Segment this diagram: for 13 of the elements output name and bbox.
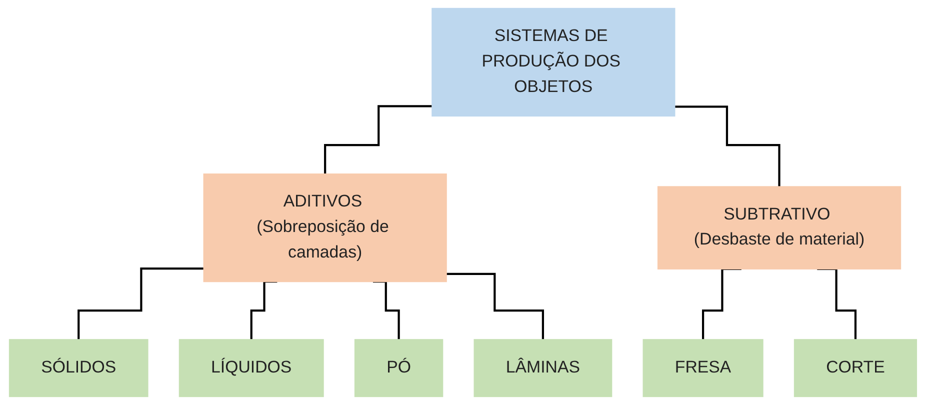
connector bbox=[446, 272, 544, 341]
connector bbox=[77, 268, 204, 341]
connector bbox=[674, 106, 780, 188]
node-box: CORTE bbox=[793, 339, 917, 398]
connector bbox=[324, 105, 432, 176]
node-box: LÂMINAS bbox=[473, 339, 612, 398]
node-box: LÍQUIDOS bbox=[178, 339, 324, 398]
node-box: SUBTRATIVO (Desbaste de material) bbox=[656, 186, 901, 270]
node-box: SISTEMAS DE PRODUÇÃO DOS OBJETOS bbox=[431, 8, 675, 117]
node-box: PÓ bbox=[354, 339, 443, 398]
node-box: SÓLIDOS bbox=[8, 339, 148, 398]
node-box: ADITIVOS (Sobreposição de camadas) bbox=[202, 173, 446, 282]
node-box: FRESA bbox=[642, 339, 763, 398]
